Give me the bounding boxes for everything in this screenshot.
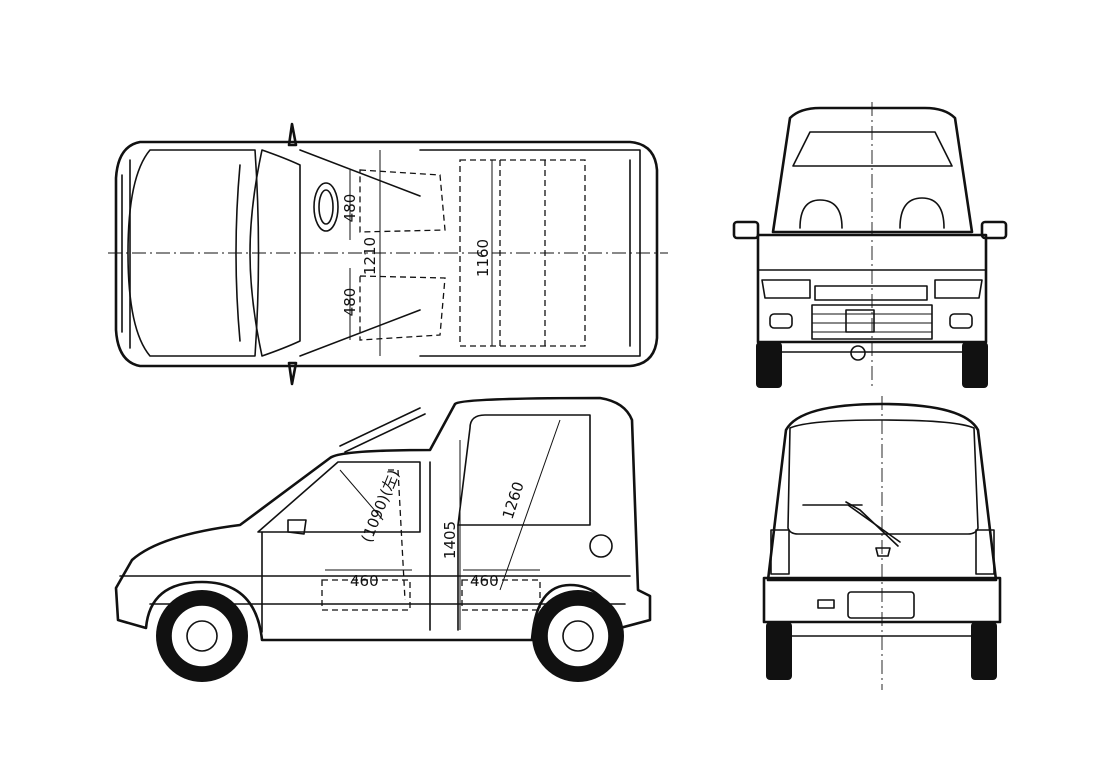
side-front-height-label: (1090)(左) — [358, 467, 403, 545]
side-rear-seat-depth-label: 460 — [470, 572, 499, 590]
top-cabin-width-label: 1210 — [361, 237, 379, 275]
side-door-height-label: 1405 — [441, 521, 459, 559]
front-view — [732, 102, 1008, 390]
side-front-seat-depth-label: 460 — [350, 572, 379, 590]
side-view: 460 460 (1090)(左) 1405 1260 — [114, 396, 652, 682]
side-cargo-height-label: 1260 — [499, 480, 528, 522]
top-cargo-width-label: 1160 — [474, 239, 492, 277]
top-seat-width-front-label: 480 — [341, 194, 359, 223]
rear-view — [762, 396, 1002, 690]
top-view: 480 480 1210 1160 — [108, 122, 668, 386]
top-seat-width-rear-label: 480 — [341, 288, 359, 317]
